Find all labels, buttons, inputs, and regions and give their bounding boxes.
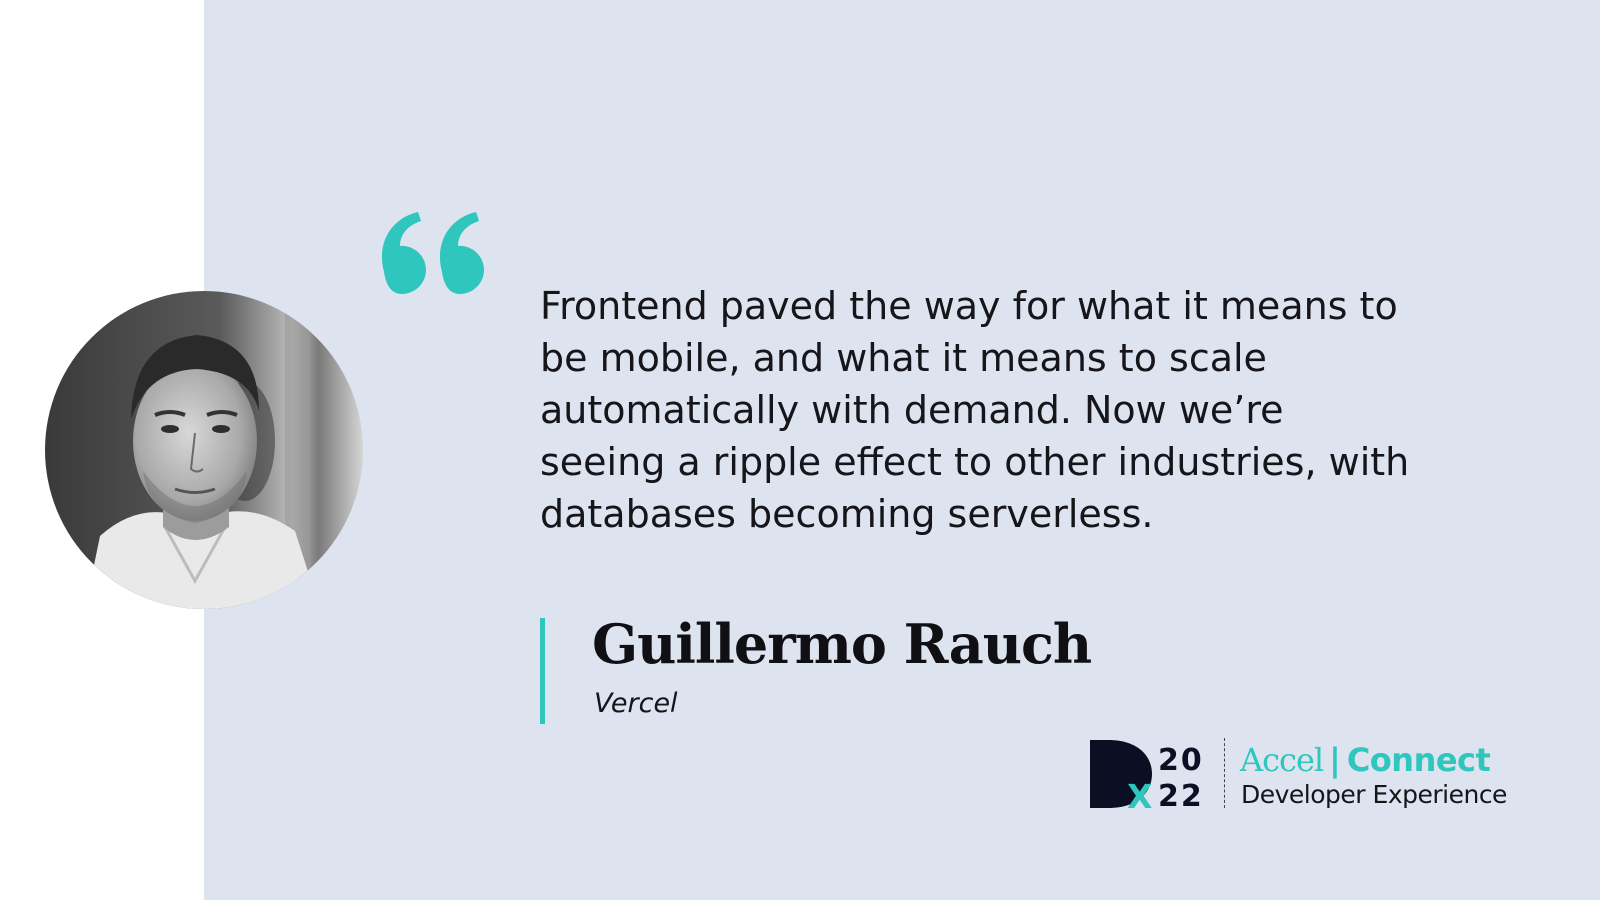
quotation-mark-icon [381, 212, 484, 294]
logo-separator: | [1329, 741, 1341, 779]
author-name: Guillermo Rauch [592, 612, 1092, 676]
logo-x-letter: X [1127, 777, 1152, 808]
quote-text: Frontend paved the way for what it means… [540, 280, 1440, 540]
logo-product: Connect [1346, 741, 1491, 779]
logo-divider [1224, 738, 1225, 808]
logo-year-bottom: 22 [1158, 779, 1204, 808]
accel-connect-logo: Accel|Connect [1240, 741, 1491, 779]
quote-line: be mobile, and what it means to scale [540, 336, 1267, 380]
speaker-portrait [45, 291, 363, 609]
logo-year-top: 20 [1158, 743, 1204, 778]
attribution-bar [540, 618, 545, 724]
quote-line: seeing a ripple effect to other industri… [540, 440, 1410, 484]
quote-line: databases becoming serverless. [540, 492, 1154, 536]
logo-subtitle: Developer Experience [1241, 780, 1507, 809]
author-company: Vercel [594, 688, 678, 719]
quote-line: automatically with demand. Now we’re [540, 388, 1284, 432]
quote-line: Frontend paved the way for what it means… [540, 284, 1398, 328]
logo-brand: Accel [1240, 741, 1324, 779]
background-panel [204, 0, 1600, 900]
dx-2022-logo: X 20 22 [1090, 740, 1204, 808]
